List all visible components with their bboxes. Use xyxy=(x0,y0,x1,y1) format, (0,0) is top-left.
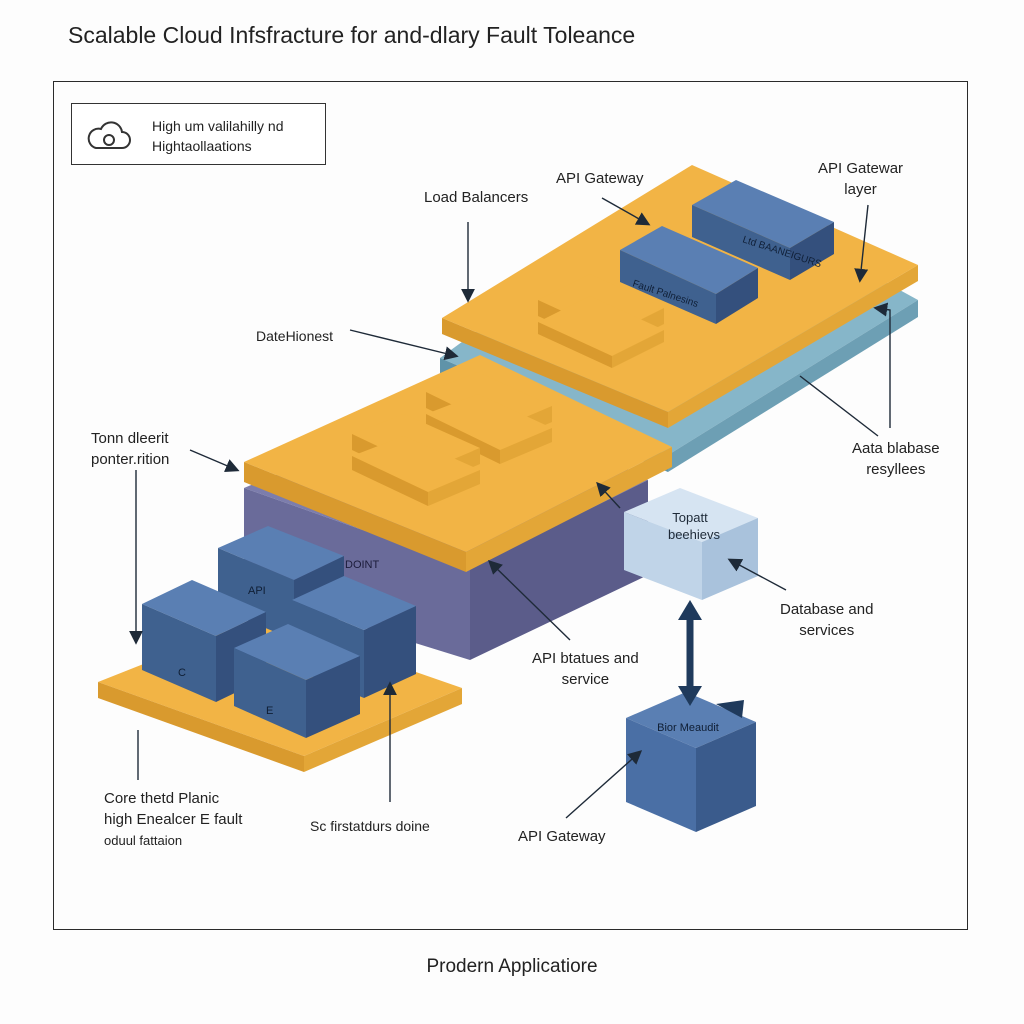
label-tonn-line1: Tonn dleerit xyxy=(91,430,169,447)
api-box-label: API xyxy=(248,585,266,597)
label-database-line1: Database and xyxy=(780,601,874,618)
bottom-cube: Bior Meaudit xyxy=(626,692,756,832)
light-cube-label-2: beehievs xyxy=(668,527,721,542)
label-core-line1: Core thetd Planic xyxy=(104,790,220,807)
annotation-lines xyxy=(129,197,891,819)
label-api-gateway-layer-line2: layer xyxy=(844,181,877,198)
dark-box-1: Ltd BAANEIGURS xyxy=(692,180,834,280)
diagram-subtitle: Prodern Applicatiore xyxy=(426,956,598,977)
label-core: Core thetd Planic high Enealcer E fault … xyxy=(104,788,242,851)
box-e-label: E xyxy=(266,705,273,717)
dont-label: DOINT xyxy=(345,559,380,571)
label-datehionest: DateHionest xyxy=(256,328,334,344)
cloud-icon xyxy=(87,121,131,149)
label-tonn-line2: ponter.rition xyxy=(91,451,170,468)
label-database-services: Database and services xyxy=(780,599,873,641)
label-api-btatues: API btatues and service xyxy=(532,648,639,690)
legend-box: High um valilahilly nd Hightaollaations xyxy=(71,103,326,165)
label-load-balancers: Load Balancers xyxy=(424,189,529,206)
label-sc-firstatdurs: Sc firstatdurs doine xyxy=(310,818,430,834)
label-api-gateway-layer: API Gatewar layer xyxy=(818,158,903,200)
label-database-line2: services xyxy=(799,622,855,639)
label-api-btatues-line2: service xyxy=(561,671,610,688)
diagram-title: Scalable Cloud Infsfracture for and-dlar… xyxy=(68,22,636,48)
mid-small-box-2 xyxy=(352,414,480,506)
label-api-gateway-top: API Gateway xyxy=(556,170,644,187)
legend-line-1: High um valilahilly nd xyxy=(152,118,284,134)
light-blue-cube: Topatt beehievs xyxy=(624,488,758,600)
blue-cube-c: C xyxy=(142,580,266,702)
diagram-frame xyxy=(53,81,968,930)
label-core-line3: oduul fattaion xyxy=(104,833,183,848)
label-aata-line2: resyllees xyxy=(866,461,926,478)
light-cube-label-1: Topatt xyxy=(672,510,708,525)
label-api-gateway-layer-line1: API Gatewar xyxy=(818,160,904,177)
label-aata-blabase: Aata blabase resyllees xyxy=(852,438,940,480)
top-small-box-2 xyxy=(538,296,664,368)
label-aata-line1: Aata blabase xyxy=(852,440,940,457)
label-tonn: Tonn dleerit ponter.rition xyxy=(91,428,169,470)
label-api-btatues-line1: API btatues and xyxy=(532,650,639,667)
mid-small-box-1 xyxy=(426,372,552,464)
double-arrow xyxy=(678,600,702,706)
blue-cube-e: E xyxy=(234,624,360,738)
bottom-cube-label: Bior Meaudit xyxy=(657,722,719,734)
box-c-label: C xyxy=(178,667,186,679)
label-api-gateway-bottom: API Gateway xyxy=(518,828,606,845)
label-core-line2: high Enealcer E fault xyxy=(104,811,243,828)
legend-line-2: Hightaollaations xyxy=(152,138,252,154)
